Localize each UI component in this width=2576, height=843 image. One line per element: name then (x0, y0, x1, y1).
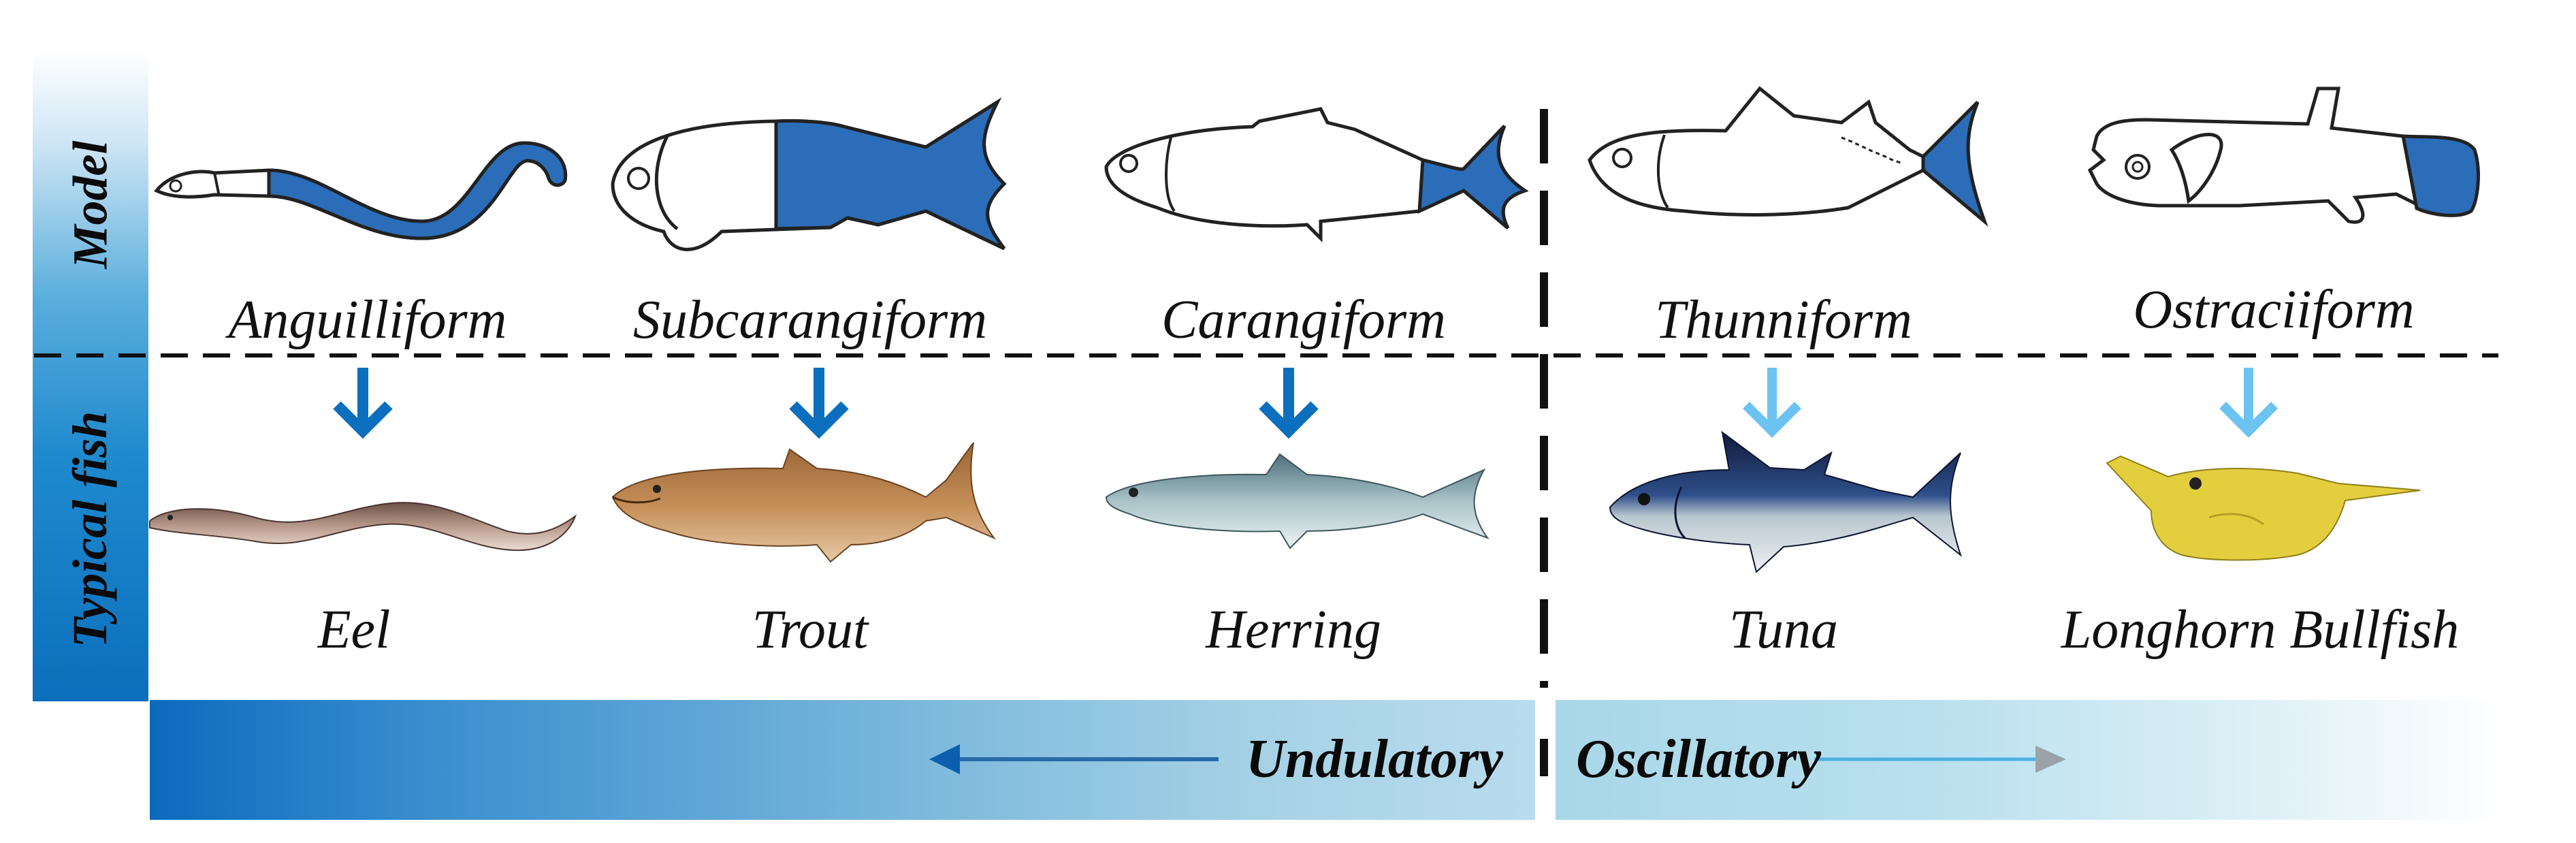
carangiform-model-icon (1104, 107, 1529, 243)
down-arrow-icon (1743, 368, 1801, 438)
right-arrow-icon (1814, 746, 2066, 773)
mode-label-undulatory: Undulatory (1246, 729, 1503, 789)
model-name-anguilliform: Anguilliform (228, 290, 507, 350)
left-arrow-icon (929, 744, 1219, 774)
eel-image (149, 502, 577, 552)
mode-label-oscillatory: Oscillatory (1576, 729, 1821, 789)
down-arrow-icon (1259, 368, 1319, 439)
down-arrow-icon (333, 368, 393, 439)
undulatory-bar (150, 700, 1535, 820)
fish-name-tuna: Tuna (1728, 600, 1839, 660)
down-arrow-icon (789, 368, 849, 439)
fish-name-herring: Herring (1206, 600, 1381, 660)
subcarangiform-model-icon (611, 97, 1007, 251)
herring-image (1105, 453, 1490, 550)
fish-name-eel: Eel (317, 600, 391, 660)
tuna-image (1609, 430, 1963, 573)
row-label-bar: Model Typical fish (33, 51, 148, 701)
fish-name-trout: Trout (752, 600, 869, 660)
model-name-thunniform: Thunniform (1655, 290, 1912, 350)
trout-image (611, 442, 997, 563)
model-name-ostraciiform: Ostraciiform (2133, 280, 2415, 340)
thunniform-model-icon (1588, 86, 1989, 227)
ostraciiform-model-icon (2087, 86, 2480, 224)
anguilliform-model-icon (154, 141, 568, 240)
longhorn-bullfish-image (2106, 455, 2421, 561)
model-name-subcarangiform: Subcarangiform (633, 290, 987, 350)
model-name-carangiform: Carangiform (1161, 290, 1446, 350)
fish-name-longhorn-bullfish: Longhorn Bullfish (2061, 600, 2460, 660)
down-arrow-icon (2219, 368, 2278, 438)
